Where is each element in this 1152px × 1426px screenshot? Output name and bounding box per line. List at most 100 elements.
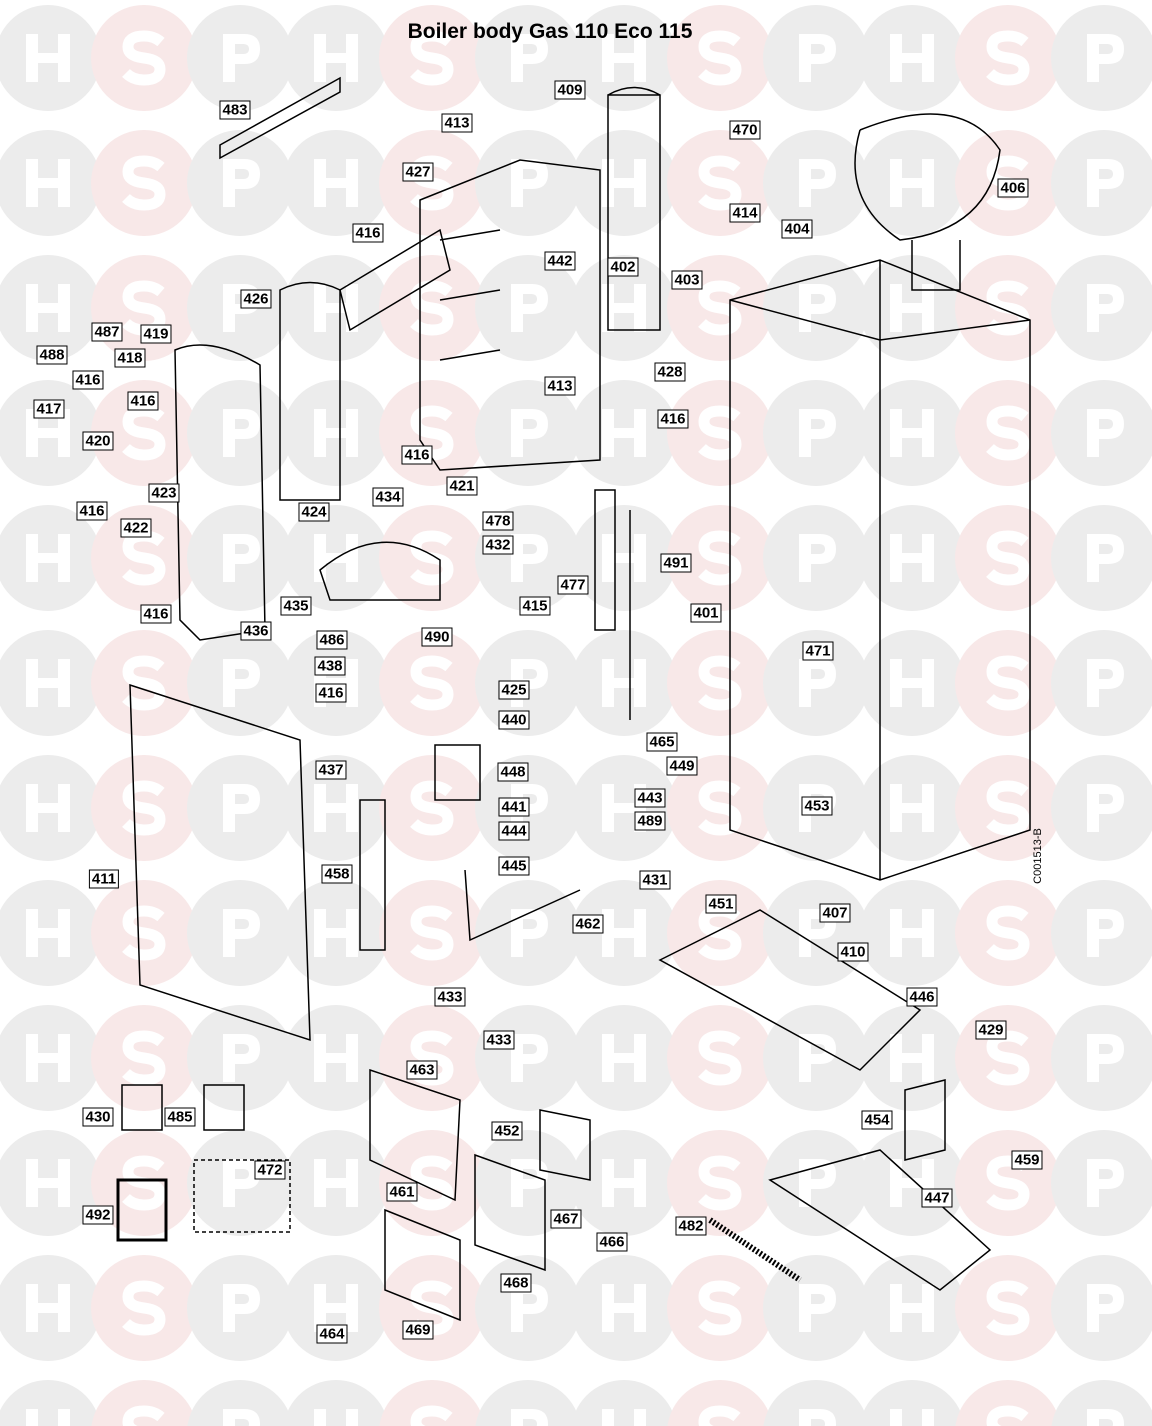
part-label[interactable]: 416 — [127, 391, 159, 411]
part-label[interactable]: 464 — [316, 1324, 348, 1344]
part-label[interactable]: 458 — [321, 864, 353, 884]
part-label[interactable]: 404 — [781, 219, 813, 239]
tray-446 — [658, 909, 922, 1071]
part-label[interactable]: 451 — [705, 894, 737, 914]
watermark-circle — [283, 130, 389, 236]
part-label[interactable]: 401 — [690, 603, 722, 623]
part-label[interactable]: 419 — [140, 324, 172, 344]
watermark-circle — [763, 380, 869, 486]
part-label[interactable]: 416 — [72, 370, 104, 390]
part-label[interactable]: 469 — [402, 1320, 434, 1340]
part-label[interactable]: 492 — [82, 1205, 114, 1225]
part-label[interactable]: 422 — [120, 518, 152, 538]
part-label[interactable]: 488 — [36, 345, 68, 365]
part-label[interactable]: 409 — [554, 80, 586, 100]
part-label[interactable]: 490 — [421, 627, 453, 647]
watermark-circle — [283, 880, 389, 986]
part-label[interactable]: 406 — [997, 178, 1029, 198]
part-label[interactable]: 454 — [861, 1110, 893, 1130]
part-label[interactable]: 434 — [372, 487, 404, 507]
part-label[interactable]: 417 — [33, 399, 65, 419]
part-label[interactable]: 472 — [254, 1160, 286, 1180]
part-label[interactable]: 402 — [607, 257, 639, 277]
part-label[interactable]: 442 — [544, 251, 576, 271]
part-label[interactable]: 413 — [441, 113, 473, 133]
part-label[interactable]: 453 — [801, 796, 833, 816]
part-label[interactable]: 403 — [671, 270, 703, 290]
part-label[interactable]: 432 — [482, 535, 514, 555]
part-label[interactable]: 441 — [498, 797, 530, 817]
part-label[interactable]: 421 — [446, 476, 478, 496]
part-label[interactable]: 418 — [114, 348, 146, 368]
part-label[interactable]: 429 — [975, 1020, 1007, 1040]
watermark-circle — [955, 380, 1061, 486]
part-label[interactable]: 424 — [298, 502, 330, 522]
part-label[interactable]: 483 — [219, 100, 251, 120]
part-label[interactable]: 420 — [82, 431, 114, 451]
part-label[interactable]: 482 — [675, 1216, 707, 1236]
part-label[interactable]: 445 — [498, 856, 530, 876]
part-label[interactable]: 478 — [482, 511, 514, 531]
part-label[interactable]: 452 — [491, 1121, 523, 1141]
watermark-circle — [1051, 1380, 1152, 1426]
part-label[interactable]: 491 — [660, 553, 692, 573]
part-label[interactable]: 414 — [729, 203, 761, 223]
part-label[interactable]: 425 — [498, 680, 530, 700]
part-label[interactable]: 448 — [497, 762, 529, 782]
part-label[interactable]: 477 — [557, 575, 589, 595]
part-label[interactable]: 459 — [1011, 1150, 1043, 1170]
watermark-circle — [667, 880, 773, 986]
part-label[interactable]: 415 — [519, 596, 551, 616]
part-label[interactable]: 471 — [802, 641, 834, 661]
part-label[interactable]: 466 — [596, 1232, 628, 1252]
part-label[interactable]: 485 — [164, 1107, 196, 1127]
watermark-circle — [571, 505, 677, 611]
part-label[interactable]: 433 — [434, 987, 466, 1007]
part-label[interactable]: 413 — [544, 376, 576, 396]
watermark-circle — [379, 755, 485, 861]
watermark-circle — [379, 880, 485, 986]
part-label[interactable]: 436 — [240, 621, 272, 641]
part-label[interactable]: 423 — [148, 483, 180, 503]
part-label[interactable]: 427 — [402, 162, 434, 182]
part-label[interactable]: 416 — [140, 604, 172, 624]
part-label[interactable]: 446 — [906, 987, 938, 1007]
part-label[interactable]: 449 — [666, 756, 698, 776]
part-label[interactable]: 430 — [82, 1107, 114, 1127]
part-label[interactable]: 416 — [352, 223, 384, 243]
part-label[interactable]: 428 — [654, 362, 686, 382]
part-label[interactable]: 486 — [316, 630, 348, 650]
part-label[interactable]: 426 — [240, 289, 272, 309]
part-label[interactable]: 465 — [646, 732, 678, 752]
front-cover-424 — [174, 344, 266, 641]
part-label[interactable]: 416 — [315, 683, 347, 703]
part-label[interactable]: 468 — [500, 1273, 532, 1293]
part-label[interactable]: 411 — [88, 869, 120, 889]
part-label[interactable]: 443 — [634, 788, 666, 808]
part-label[interactable]: 435 — [280, 596, 312, 616]
part-label[interactable]: 470 — [729, 120, 761, 140]
part-label[interactable]: 461 — [386, 1182, 418, 1202]
watermark-circle — [667, 630, 773, 736]
part-label[interactable]: 440 — [498, 710, 530, 730]
part-label[interactable]: 487 — [91, 322, 123, 342]
watermark-circle — [379, 1005, 485, 1111]
part-label[interactable]: 489 — [634, 811, 666, 831]
part-label[interactable]: 416 — [76, 501, 108, 521]
watermark-circle — [379, 505, 485, 611]
part-label[interactable]: 410 — [837, 942, 869, 962]
part-label[interactable]: 444 — [498, 821, 530, 841]
part-label[interactable]: 437 — [315, 760, 347, 780]
watermark-circle — [859, 1005, 965, 1111]
part-label[interactable]: 431 — [639, 870, 671, 890]
watermark-circle — [763, 5, 869, 111]
part-label[interactable]: 447 — [921, 1188, 953, 1208]
part-label[interactable]: 438 — [314, 656, 346, 676]
part-label[interactable]: 462 — [572, 914, 604, 934]
part-label[interactable]: 433 — [483, 1030, 515, 1050]
part-label[interactable]: 463 — [406, 1060, 438, 1080]
part-label[interactable]: 416 — [657, 409, 689, 429]
part-label[interactable]: 416 — [401, 445, 433, 465]
part-label[interactable]: 407 — [819, 903, 851, 923]
part-label[interactable]: 467 — [550, 1209, 582, 1229]
